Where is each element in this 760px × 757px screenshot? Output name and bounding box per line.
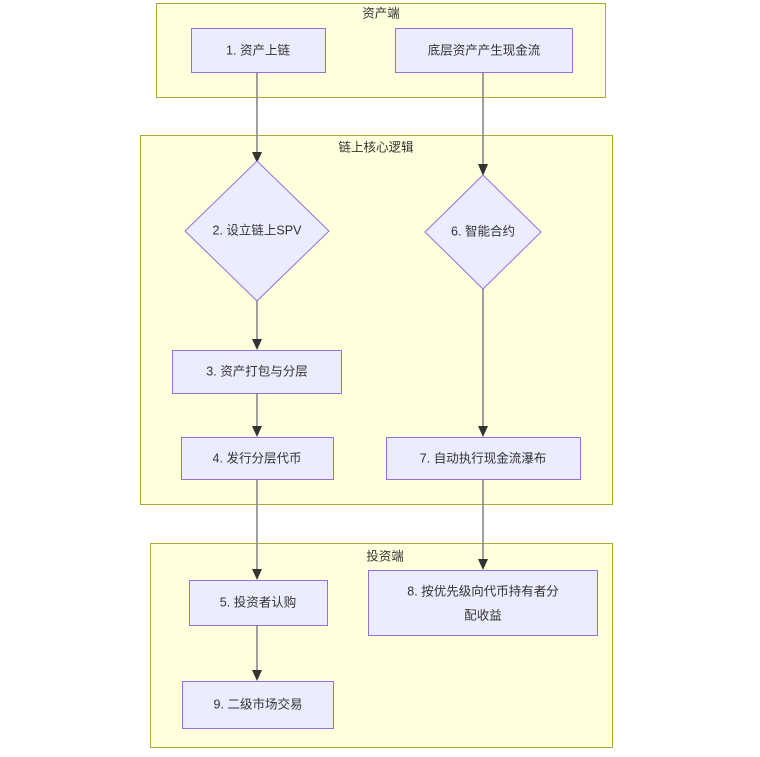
node-establish-spv-diamond[interactable] xyxy=(184,160,330,302)
node-underlying-cashflow-label: 底层资产产生现金流 xyxy=(428,42,541,57)
edges-layer xyxy=(252,72,488,681)
node-cashflow-waterfall[interactable]: 7. 自动执行现金流瀑布 xyxy=(386,437,581,480)
node-smart-contract-label: 6. 智能合约 xyxy=(451,223,515,238)
node-investor-subscription-label: 5. 投资者认购 xyxy=(220,594,296,609)
node-asset-packaging[interactable]: 3. 资产打包与分层 xyxy=(172,350,342,394)
edge-node4-to-node5-arrow xyxy=(252,569,262,580)
node-asset-on-chain-rect[interactable] xyxy=(191,28,326,73)
edge-node6-to-node7-arrow xyxy=(478,426,488,437)
node-distribute-returns-rect[interactable] xyxy=(368,570,598,636)
cluster-asset-side-label: 资产端 xyxy=(362,6,400,20)
edge-node1-to-node2-arrow xyxy=(252,152,262,163)
edge-node7-to-node8-arrow xyxy=(478,559,488,570)
node-underlying-cashflow[interactable]: 底层资产产生现金流 xyxy=(395,28,573,73)
node-investor-subscription-rect[interactable] xyxy=(189,580,328,626)
edge-cashflow-to-node6-arrow xyxy=(478,164,488,176)
edge-node3-to-node4 xyxy=(252,393,262,437)
node-distribute-returns[interactable]: 8. 按优先级向代币持有者分 配收益 xyxy=(368,570,598,636)
node-investor-subscription[interactable]: 5. 投资者认购 xyxy=(189,580,328,626)
edge-node5-to-node9-arrow xyxy=(252,670,262,681)
edge-node3-to-node4-arrow xyxy=(252,426,262,437)
node-asset-on-chain-label: 1. 资产上链 xyxy=(226,42,290,57)
edge-node4-to-node5 xyxy=(252,479,262,580)
node-asset-packaging-label: 3. 资产打包与分层 xyxy=(206,364,307,378)
node-distribute-returns-label-line2: 配收益 xyxy=(464,608,502,622)
node-underlying-cashflow-rect[interactable] xyxy=(395,28,573,73)
edge-node1-to-node2 xyxy=(252,72,262,163)
node-establish-spv[interactable]: 2. 设立链上SPV xyxy=(184,160,330,302)
node-asset-on-chain[interactable]: 1. 资产上链 xyxy=(191,28,326,73)
edge-node2-to-node3 xyxy=(252,301,262,350)
node-cashflow-waterfall-rect[interactable] xyxy=(386,437,581,480)
edge-cashflow-to-node6 xyxy=(478,72,488,176)
node-secondary-market[interactable]: 9. 二级市场交易 xyxy=(182,681,334,729)
edge-node6-to-node7 xyxy=(478,289,488,437)
node-secondary-market-rect[interactable] xyxy=(182,681,334,729)
cluster-onchain-core-label: 链上核心逻辑 xyxy=(338,139,413,154)
cluster-investor-side-label: 投资端 xyxy=(366,548,404,563)
node-asset-packaging-rect[interactable] xyxy=(172,350,342,394)
node-issue-tokens-label: 4. 发行分层代币 xyxy=(213,450,302,465)
node-smart-contract[interactable]: 6. 智能合约 xyxy=(424,174,542,290)
edge-node5-to-node9 xyxy=(252,625,262,681)
node-cashflow-waterfall-label: 7. 自动执行现金流瀑布 xyxy=(420,450,546,465)
nodes-layer: 1. 资产上链 底层资产产生现金流 2. 设立链上SPV 6. 智能合约 3. … xyxy=(172,28,598,729)
node-smart-contract-diamond[interactable] xyxy=(424,174,542,290)
node-issue-tokens[interactable]: 4. 发行分层代币 xyxy=(181,437,334,480)
node-secondary-market-label: 9. 二级市场交易 xyxy=(214,696,303,711)
edge-node2-to-node3-arrow xyxy=(252,339,262,350)
node-issue-tokens-rect[interactable] xyxy=(181,437,334,480)
edge-node7-to-node8 xyxy=(478,479,488,570)
node-establish-spv-label: 2. 设立链上SPV xyxy=(213,222,303,237)
node-distribute-returns-label-line1: 8. 按优先级向代币持有者分 xyxy=(407,583,558,598)
